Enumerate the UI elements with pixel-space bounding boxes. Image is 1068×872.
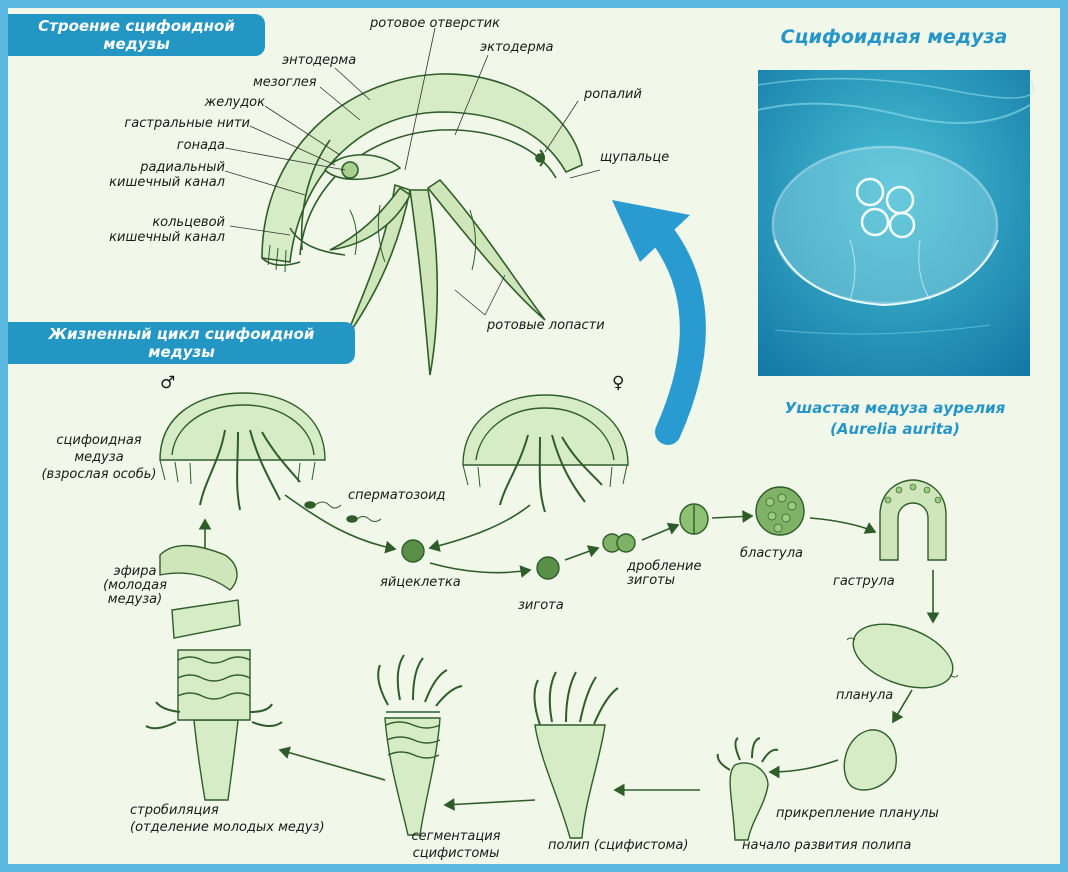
- label-ephyra: эфира (молодая медуза): [100, 565, 170, 607]
- structure-header-line2: медузы: [18, 35, 255, 53]
- label-oral-lobes: ротовые лопасти: [487, 318, 605, 333]
- female-symbol: ♀: [612, 376, 624, 391]
- structure-header-line1: Строение сцифоидной: [18, 17, 255, 35]
- label-ephyra-line3: медуза): [100, 593, 170, 607]
- lifecycle-header-badge: Жизненный цикл сцифоидной медузы: [8, 322, 355, 364]
- male-symbol: ♂: [160, 376, 175, 391]
- ring-canal: [290, 228, 345, 255]
- photo-caption-line2: (Aurelia aurita): [740, 419, 1050, 440]
- label-ring-canal: кольцевой кишечный канал: [100, 215, 225, 245]
- label-gonad: гонада: [150, 138, 225, 153]
- label-adult-line1: сцифоидная: [24, 432, 174, 449]
- photo-caption-line1: Ушастая медуза аурелия: [740, 398, 1050, 419]
- label-planula: планула: [836, 688, 893, 703]
- label-ectoderm: эктодерма: [480, 40, 554, 55]
- label-radial-canal-line1: радиальный: [100, 160, 225, 175]
- label-radial-canal-line2: кишечный канал: [100, 175, 225, 190]
- planula: [845, 612, 962, 700]
- label-stomach: желудок: [160, 95, 265, 110]
- cleavage-cells-2: [680, 504, 708, 534]
- label-ephyra-line1: эфира: [100, 565, 170, 579]
- oral-lobe-2: [410, 190, 437, 375]
- label-gastrula: гаструла: [833, 574, 895, 589]
- label-endoderm: энтодерма: [282, 53, 356, 68]
- cleavage-cells: [603, 534, 635, 552]
- photo-caption: Ушастая медуза аурелия (Aurelia aurita): [740, 398, 1050, 440]
- label-egg: яйцеклетка: [380, 575, 461, 590]
- label-polyp: полип (сцифистома): [548, 838, 688, 853]
- photo-frame: [758, 70, 1030, 376]
- label-strobilation-line1: стробиляция: [130, 802, 325, 819]
- gastrula: [880, 480, 946, 560]
- label-tentacle: щупальце: [600, 150, 669, 165]
- label-adult-line2: медуза: [24, 449, 174, 466]
- label-ephyra-line2: (молодая: [100, 579, 170, 593]
- egg-cell: [402, 540, 424, 562]
- label-rhopalium: ропалий: [584, 87, 642, 102]
- label-strobilation-line2: (отделение молодых медуз): [130, 819, 325, 836]
- zygote: [537, 557, 559, 579]
- lifecycle-header-line1: Жизненный цикл сцифоидной: [18, 325, 345, 343]
- label-cleavage: дробление зиготы: [627, 560, 701, 588]
- label-polyp-start: начало развития полипа: [742, 838, 911, 853]
- label-radial-canal: радиальный кишечный канал: [100, 160, 225, 190]
- label-adult-line3: (взрослая особь): [24, 466, 174, 483]
- photo-title: Сцифоидная медуза: [758, 26, 1030, 48]
- label-blastula: бластула: [740, 546, 803, 561]
- label-cleavage-line2: зиготы: [627, 574, 701, 588]
- polyp-stages: [146, 546, 778, 840]
- label-attachment: прикрепление планулы: [776, 806, 939, 821]
- label-segmentation-line1: сегментация: [386, 828, 526, 845]
- label-segmentation: сегментация сцифистомы: [386, 828, 526, 862]
- label-gastric-filaments: гастральные нити: [80, 116, 250, 131]
- structure-header-badge: Строение сцифоидной медузы: [8, 14, 265, 56]
- label-strobilation: стробиляция (отделение молодых медуз): [130, 802, 325, 836]
- attached-planula: [844, 730, 896, 790]
- label-ring-canal-line2: кишечный канал: [100, 230, 225, 245]
- label-zygote: зигота: [518, 598, 564, 613]
- label-mouth: ротовое отверстик: [370, 16, 500, 31]
- label-mesoglea: мезоглея: [253, 75, 317, 90]
- female-medusa-drawing: [463, 395, 628, 512]
- label-ring-canal-line1: кольцевой: [100, 215, 225, 230]
- male-medusa-drawing: [160, 393, 325, 510]
- structure-leader-lines: [225, 28, 600, 315]
- label-adult-medusa: сцифоидная медуза (взрослая особь): [24, 432, 174, 483]
- label-segmentation-line2: сцифистомы: [386, 845, 526, 862]
- oral-lobe-3: [428, 180, 545, 320]
- lifecycle-big-arrow: [612, 200, 693, 432]
- label-sperm: сперматозоид: [348, 488, 446, 503]
- lifecycle-header-line2: медузы: [18, 343, 345, 361]
- label-cleavage-line1: дробление: [627, 560, 701, 574]
